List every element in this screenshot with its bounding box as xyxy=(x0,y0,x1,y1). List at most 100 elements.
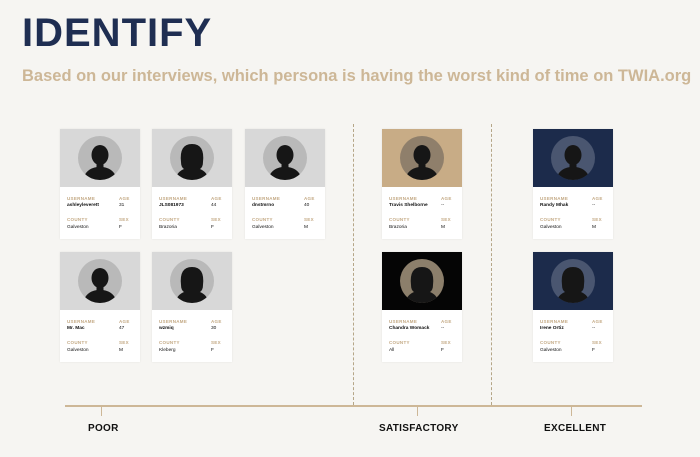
sex-value: M xyxy=(119,348,123,353)
username-label: USERNAME xyxy=(159,196,188,201)
sex-label: SEX xyxy=(441,340,451,345)
username-label: USERNAME xyxy=(389,196,418,201)
county-value: Galveston xyxy=(252,225,274,230)
age-label: AGE xyxy=(211,196,222,201)
avatar xyxy=(400,136,444,180)
avatar xyxy=(170,259,214,303)
rating-scale-line xyxy=(65,405,642,407)
divider-excellent xyxy=(491,124,492,405)
username-value: Chandra Womack xyxy=(389,326,430,331)
persona-photo xyxy=(152,252,232,310)
username-value: Irene Ortiz xyxy=(540,326,564,331)
sex-label: SEX xyxy=(119,217,129,222)
sex-value: F xyxy=(211,348,214,353)
age-value: 31 xyxy=(119,203,125,208)
county-value: Galveston xyxy=(67,225,89,230)
page-subtitle: Based on our interviews, which persona i… xyxy=(22,67,692,85)
scale-label-excellent: EXCELLENT xyxy=(544,423,607,434)
age-label: AGE xyxy=(304,196,315,201)
divider-satisfactory xyxy=(353,124,354,405)
county-value: Brazoria xyxy=(389,225,407,230)
scale-label-poor: POOR xyxy=(88,423,119,434)
age-label: AGE xyxy=(592,319,603,324)
age-label: AGE xyxy=(119,196,130,201)
sex-value: F xyxy=(119,225,122,230)
county-label: COUNTY xyxy=(159,340,180,345)
sex-value: M xyxy=(592,225,596,230)
scale-label-satisfactory: SATISFACTORY xyxy=(379,423,459,434)
age-label: AGE xyxy=(119,319,130,324)
county-value: Galveston xyxy=(67,348,89,353)
age-value: -- xyxy=(592,326,596,331)
county-value: All xyxy=(389,348,395,353)
county-label: COUNTY xyxy=(540,340,561,345)
username-label: USERNAME xyxy=(540,196,569,201)
sex-label: SEX xyxy=(211,340,221,345)
persona-photo xyxy=(533,252,613,310)
username-label: USERNAME xyxy=(67,196,96,201)
persona-card[interactable]: USERNAME AGE Randy Mhak -- COUNTY SEX Galvesto… xyxy=(533,129,613,239)
sex-label: SEX xyxy=(304,217,314,222)
username-value: Mr. Mac xyxy=(67,326,85,331)
persona-photo xyxy=(382,129,462,187)
sex-label: SEX xyxy=(592,340,602,345)
county-label: COUNTY xyxy=(540,217,561,222)
county-value: Brazoria xyxy=(159,225,177,230)
username-label: USERNAME xyxy=(540,319,569,324)
county-label: COUNTY xyxy=(67,217,88,222)
avatar xyxy=(170,136,214,180)
username-label: USERNAME xyxy=(159,319,188,324)
sex-label: SEX xyxy=(592,217,602,222)
username-label: USERNAME xyxy=(67,319,96,324)
age-value: -- xyxy=(592,203,596,208)
username-value: Randy Mhak xyxy=(540,203,569,208)
age-value: 44 xyxy=(211,203,217,208)
age-label: AGE xyxy=(441,196,452,201)
avatar xyxy=(551,259,595,303)
sex-label: SEX xyxy=(119,340,129,345)
age-value: 30 xyxy=(211,326,217,331)
avatar xyxy=(78,259,122,303)
county-label: COUNTY xyxy=(159,217,180,222)
persona-photo xyxy=(245,129,325,187)
age-value: -- xyxy=(441,326,445,331)
persona-photo xyxy=(60,252,140,310)
persona-photo xyxy=(152,129,232,187)
sex-value: M xyxy=(304,225,308,230)
sex-value: F xyxy=(211,225,214,230)
county-label: COUNTY xyxy=(252,217,273,222)
page-title: IDENTIFY xyxy=(22,11,213,55)
username-value: ashleyleverett xyxy=(67,203,99,208)
avatar xyxy=(78,136,122,180)
age-value: 40 xyxy=(304,203,310,208)
persona-photo xyxy=(533,129,613,187)
age-label: AGE xyxy=(441,319,452,324)
scale-tick-excellent xyxy=(571,407,572,416)
persona-photo xyxy=(382,252,462,310)
avatar xyxy=(263,136,307,180)
county-value: Galveston xyxy=(540,225,562,230)
county-value: Kleberg xyxy=(159,348,176,353)
scale-tick-satisfactory xyxy=(417,407,418,416)
avatar xyxy=(400,259,444,303)
county-label: COUNTY xyxy=(67,340,88,345)
username-label: USERNAME xyxy=(252,196,281,201)
county-label: COUNTY xyxy=(389,217,410,222)
county-value: Galveston xyxy=(540,348,562,353)
username-label: USERNAME xyxy=(389,319,418,324)
username-value: wzmiq xyxy=(159,326,174,331)
sex-label: SEX xyxy=(441,217,451,222)
username-value: Travis Shelborne xyxy=(389,203,428,208)
avatar xyxy=(551,136,595,180)
sex-value: F xyxy=(592,348,595,353)
sex-value: F xyxy=(441,348,444,353)
persona-card[interactable]: USERNAME AGE Irene Ortiz -- COUNTY SEX Galvest… xyxy=(533,252,613,362)
age-label: AGE xyxy=(592,196,603,201)
